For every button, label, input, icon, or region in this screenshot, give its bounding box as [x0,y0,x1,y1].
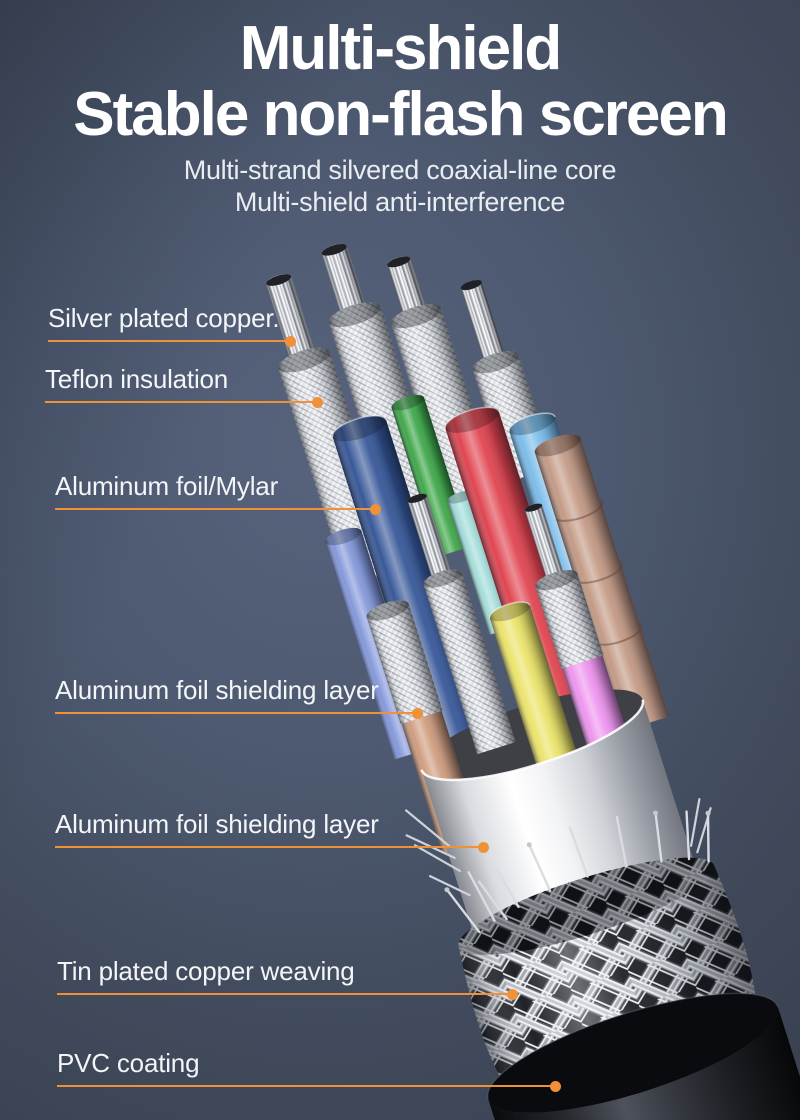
label-text: Tin plated copper weaving [57,956,355,986]
title-line-2: Stable non-flash screen [73,80,728,149]
header: Multi-shield Stable non-flash screen Mul… [0,16,800,218]
leader-dot [285,336,296,347]
subtitle-line-1: Multi-strand silvered coaxial-line core [183,155,617,185]
label-aluminum-foil-shielding-2: Aluminum foil shielding layer [55,809,489,853]
label-text: Aluminum foil shielding layer [55,809,379,839]
leader-dot [550,1081,561,1092]
label-text: Teflon insulation [45,364,229,394]
leader-dot [312,397,323,408]
cable-group [266,243,800,1120]
title-line-1: Multi-shield [239,14,562,83]
subtitle: Multi-strand silvered coaxial-line core … [0,154,800,218]
label-text: Aluminum foil/Mylar [55,471,279,501]
subtitle-line-2: Multi-shield anti-interference [234,187,566,217]
label-text: Aluminum foil shielding layer [55,675,379,705]
copper-sleeve [366,600,443,724]
leader-dot [478,842,489,853]
label-text: Silver plated copper. [48,303,280,333]
label-pvc-coating: PVC coating [57,1048,561,1092]
label-text: PVC coating [57,1048,200,1078]
leader-dot [507,989,518,1000]
pink-sleeve [535,570,604,669]
label-tin-plated-copper-weaving: Tin plated copper weaving [57,956,518,1000]
wire-green [391,395,472,557]
silver-strand-tips [266,243,508,372]
label-aluminum-foil-mylar: Aluminum foil/Mylar [55,471,381,515]
label-aluminum-foil-shielding-1: Aluminum foil shielding layer [55,675,423,719]
label-teflon-insulation: Teflon insulation [45,364,323,408]
label-silver-plated-copper: Silver plated copper. [48,303,296,347]
leader-dot [370,504,381,515]
wire-tan-foil [534,434,669,731]
leader-dot [412,708,423,719]
